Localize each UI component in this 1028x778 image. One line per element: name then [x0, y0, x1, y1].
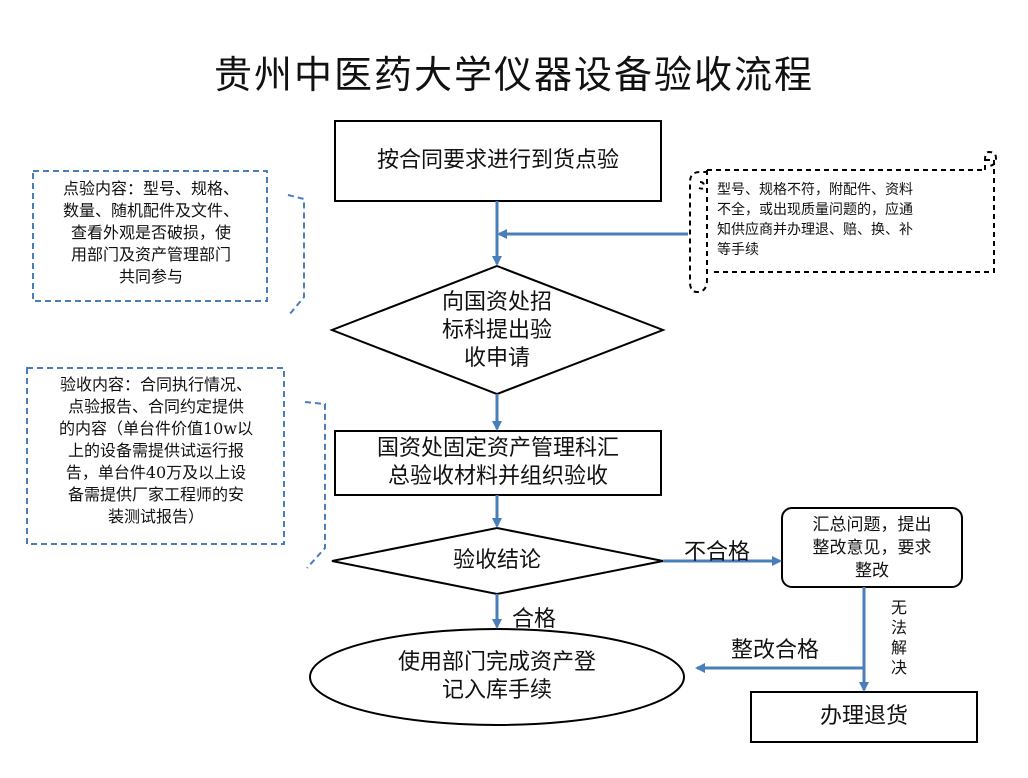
apply-label: 向国资处招 标科提出验 收申请 — [441, 290, 552, 371]
edge-label-unresolved: 无法解决 — [890, 598, 907, 677]
register-label: 使用部门完成资产登 记入库手续 — [397, 650, 596, 703]
rectify-label: 汇总问题，提出 整改意见，要求 整改 — [812, 515, 932, 581]
return-goods-box — [750, 691, 978, 743]
check-content-bracket — [287, 194, 305, 316]
register-ellipse — [309, 628, 685, 726]
return-goods-label: 办理退货 — [819, 704, 908, 729]
edge-label-pass: 合格 — [512, 607, 557, 632]
nonconform-scroll-note — [689, 150, 998, 294]
arrival-check-label: 按合同要求进行到货点验 — [376, 148, 619, 173]
check-content-note: 点验内容：型号、规格、 数量、随机配件及文件、 查看外观是否破损，使 用部门及资… — [62, 179, 239, 286]
acceptance-content-note: 验收内容：合同执行情况、 点验报告、合同约定提供 的内容（单台件价值10w以 上… — [58, 375, 254, 526]
arrival-check-box — [334, 120, 662, 202]
acceptance-content-bracket — [304, 401, 326, 569]
check-content-note-box — [32, 170, 268, 302]
page-title: 贵州中医药大学仪器设备验收流程 — [213, 53, 814, 97]
organize-label: 国资处固定资产管理科汇 总验收材料并组织验收 — [376, 436, 619, 489]
edge-label-rectified: 整改合格 — [731, 638, 820, 663]
conclusion-label: 验收结论 — [452, 548, 541, 573]
rectify-box — [781, 507, 963, 588]
acceptance-content-note-box — [26, 367, 285, 545]
nonconform-note: 型号、规格不符，附配件、资料 不全，或出现质量问题的，应通 知供应商并办理退、赔… — [717, 182, 913, 258]
edge-label-fail: 不合格 — [684, 540, 751, 565]
organize-box — [334, 430, 662, 496]
